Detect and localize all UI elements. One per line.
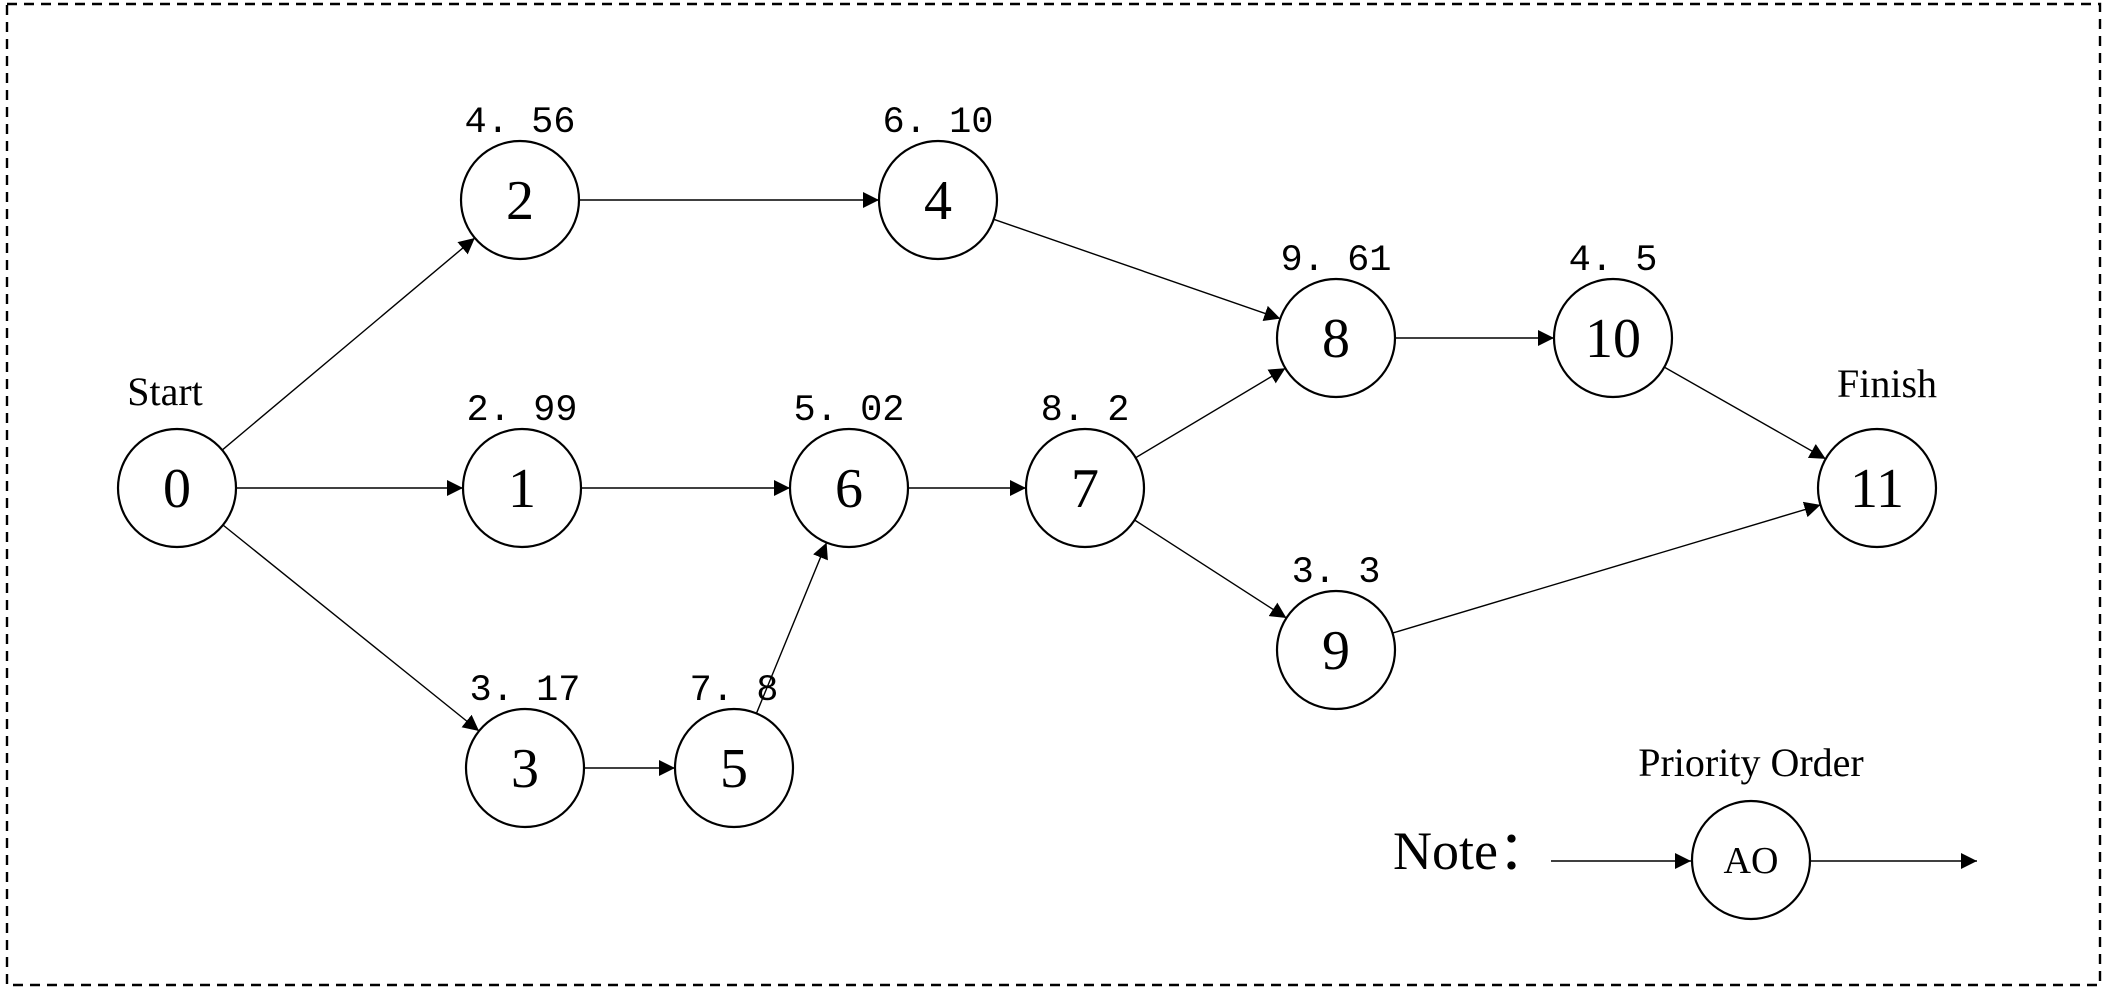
node-circle — [461, 427, 583, 549]
node-5: 5 7. 8 — [673, 670, 795, 829]
node-priority-label: 6. 10 — [882, 102, 993, 144]
node-id-label: 8 — [1322, 308, 1350, 370]
node-circle — [116, 427, 238, 549]
node-1: 1 2. 99 — [461, 390, 583, 549]
node-priority-label: 3. 17 — [469, 670, 580, 712]
edge-7-to-9 — [1134, 519, 1287, 619]
node-9: 9 3. 3 — [1275, 552, 1397, 711]
node-10: 10 4. 5 — [1552, 240, 1674, 399]
node-id-label: 10 — [1585, 308, 1641, 370]
node-id-label: 5 — [720, 738, 748, 800]
note-label: Note： — [1393, 821, 1552, 881]
edge-0-to-3 — [222, 524, 480, 732]
edge-4-to-8 — [993, 218, 1281, 321]
node-priority-label: 7. 8 — [690, 670, 779, 712]
node-priority-label: 9. 61 — [1280, 240, 1391, 282]
node-id-label: 11 — [1850, 458, 1904, 520]
node-priority-label: 4. 5 — [1569, 240, 1658, 282]
legend: Priority Order Note： AO — [1393, 740, 1977, 921]
node-id-label: 0 — [163, 458, 191, 520]
node-id-label: 3 — [511, 738, 539, 800]
legend-node — [1690, 799, 1812, 921]
edges — [221, 192, 1827, 776]
node-priority-label: 2. 99 — [466, 390, 577, 432]
node-11: 11 — [1816, 427, 1938, 549]
dashed-frame — [5, 2, 2102, 987]
node-id-label: 7 — [1071, 458, 1099, 520]
node-2: 2 4. 56 — [459, 102, 581, 261]
node-id-label: 4 — [924, 170, 952, 232]
edge-5-to-6 — [755, 542, 828, 714]
start-label: Start — [127, 369, 203, 414]
legend-node-text: AO — [1724, 840, 1779, 882]
nodes: 0 1 2. 99 2 4. 56 3 3. 17 4 6. 10 5 7. 8 6 5. 02 7 8. … — [116, 102, 1938, 829]
finish-label: Finish — [1837, 361, 1937, 406]
node-circle — [1275, 277, 1397, 399]
node-3: 3 3. 17 — [464, 670, 586, 829]
edge-10-to-11 — [1663, 366, 1827, 460]
node-id-label: 6 — [835, 458, 863, 520]
node-id-label: 1 — [508, 458, 536, 520]
node-0: 0 — [116, 427, 238, 549]
node-circle — [1552, 277, 1674, 399]
edge-0-to-2 — [221, 237, 476, 451]
node-circle — [1024, 427, 1146, 549]
node-6: 6 5. 02 — [788, 390, 910, 549]
node-priority-label: 3. 3 — [1292, 552, 1381, 594]
node-4: 4 6. 10 — [877, 102, 999, 261]
edge-9-to-11 — [1392, 501, 1821, 634]
node-id-label: 9 — [1322, 620, 1350, 682]
node-7: 7 8. 2 — [1024, 390, 1146, 549]
node-priority-label: 8. 2 — [1041, 390, 1130, 432]
node-circle — [464, 707, 586, 829]
node-circle — [459, 139, 581, 261]
node-priority-label: 4. 56 — [464, 102, 575, 144]
node-8: 8 9. 61 — [1275, 240, 1397, 399]
node-priority-label: 5. 02 — [793, 390, 904, 432]
node-circle — [1816, 427, 1938, 549]
legend-caption: Priority Order — [1638, 740, 1864, 785]
edge-7-to-8 — [1135, 367, 1286, 459]
node-circle — [1275, 589, 1397, 711]
node-circle — [877, 139, 999, 261]
node-id-label: 2 — [506, 170, 534, 232]
node-circle — [673, 707, 795, 829]
node-circle — [788, 427, 910, 549]
